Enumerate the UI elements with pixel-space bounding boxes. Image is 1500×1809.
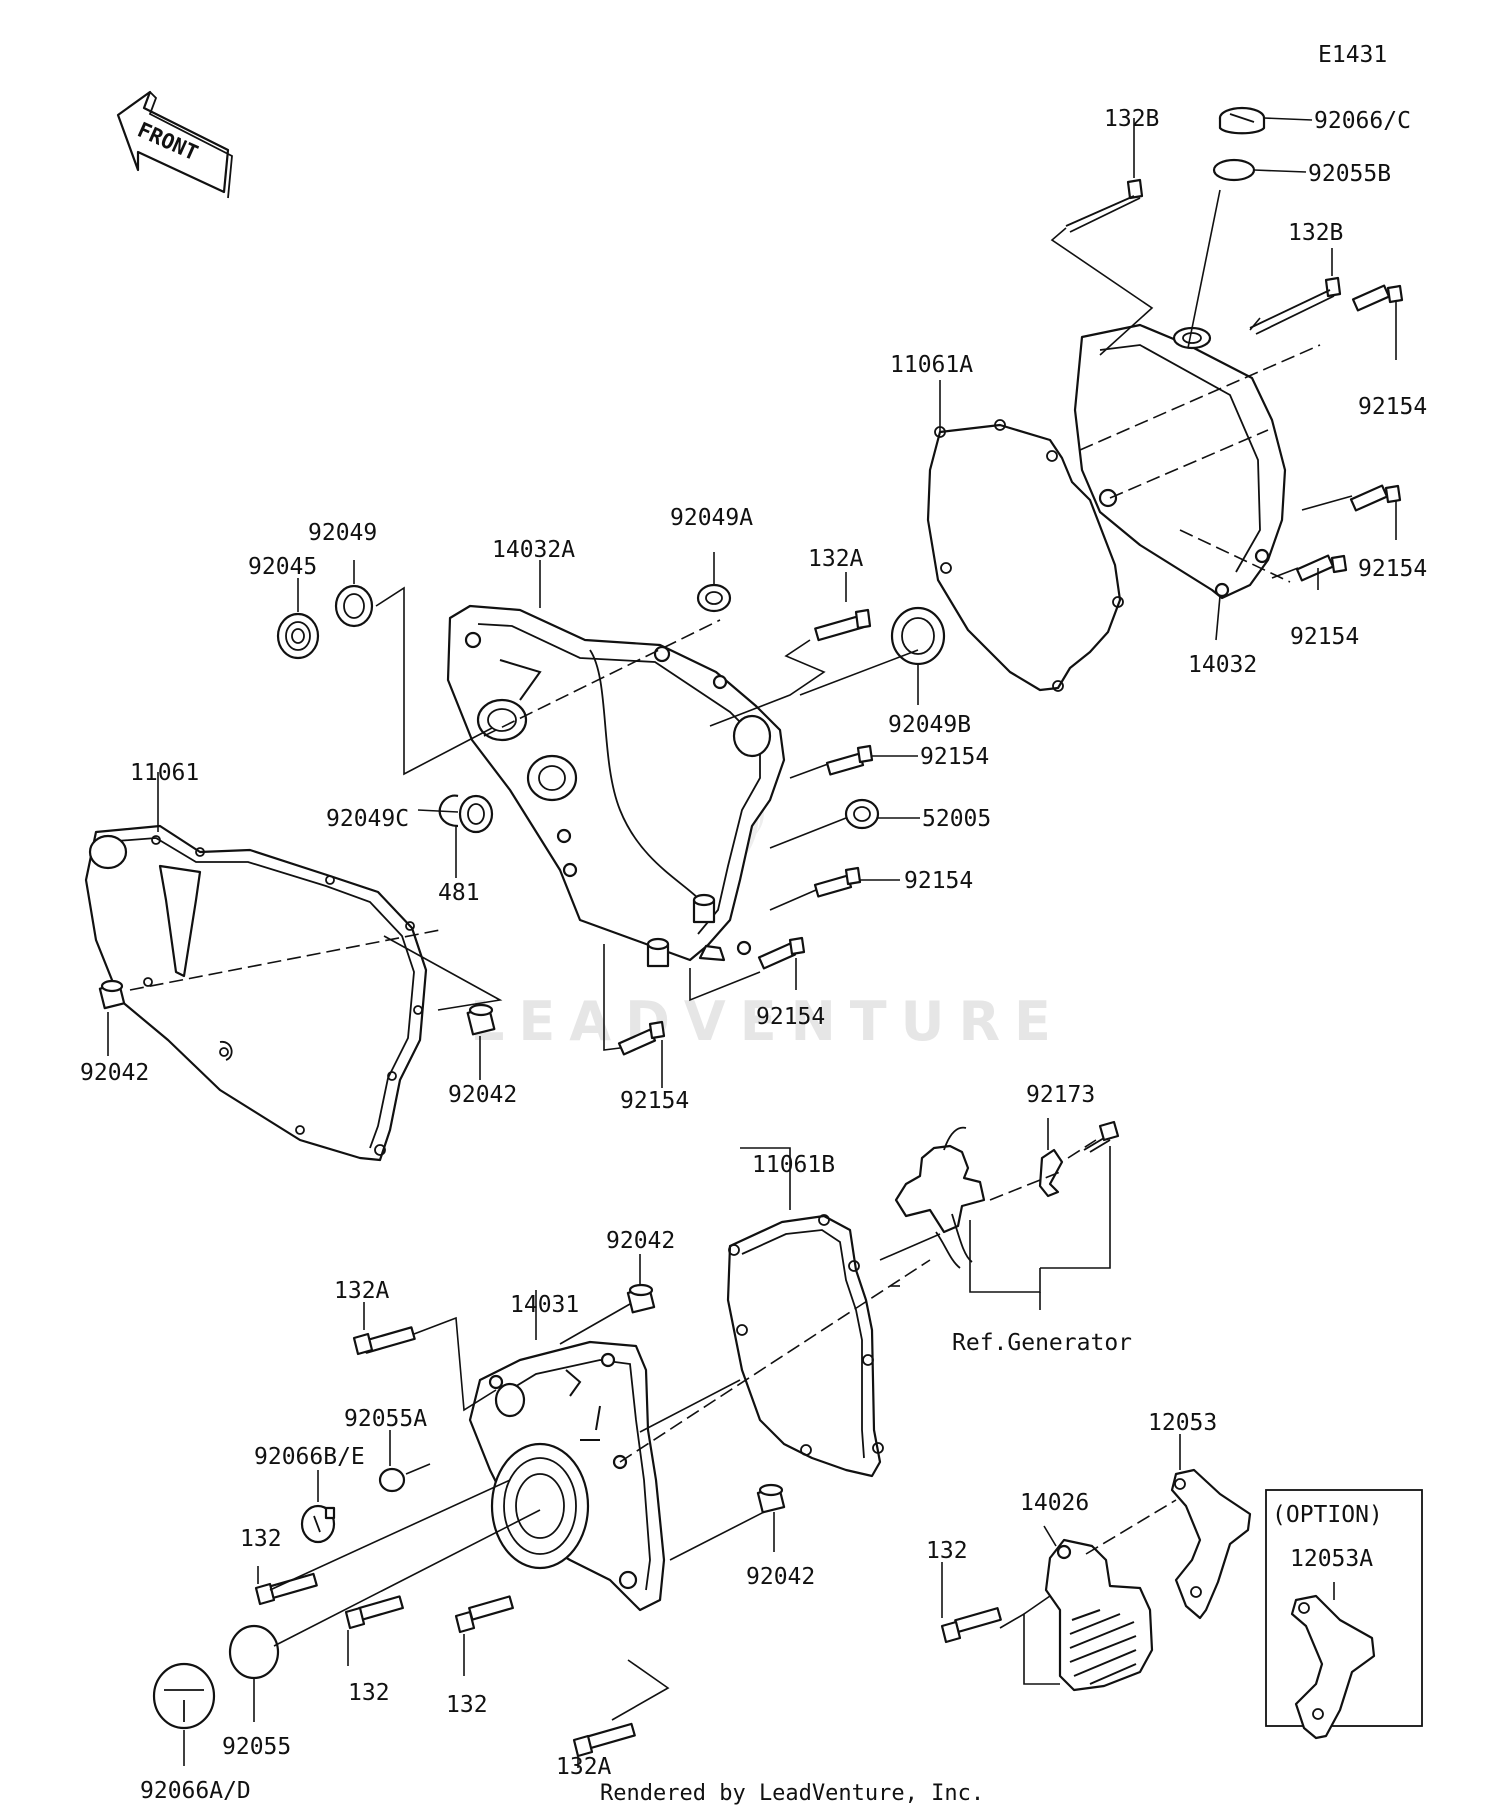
clutch-cover-gasket bbox=[926, 419, 1124, 692]
cover-guard-14026 bbox=[1044, 1538, 1154, 1692]
label-92042-l2: 92042 bbox=[448, 1082, 517, 1108]
label-92154-m3: 92154 bbox=[756, 1004, 825, 1030]
bolt-92154-r3 bbox=[1295, 554, 1348, 582]
generator-cover-gasket bbox=[726, 1214, 884, 1478]
label-option: (OPTION) bbox=[1272, 1502, 1383, 1528]
label-92042-b1: 92042 bbox=[606, 1228, 675, 1254]
seal-92049A bbox=[696, 583, 732, 613]
label-14032A: 14032A bbox=[492, 537, 575, 563]
label-92154-m2: 92154 bbox=[904, 868, 973, 894]
label-92045: 92045 bbox=[248, 554, 317, 580]
bolt-132-2 bbox=[344, 1595, 404, 1630]
bolt-132-1 bbox=[254, 1572, 318, 1606]
oil-filler-plug bbox=[1218, 106, 1266, 135]
label-14031: 14031 bbox=[510, 1292, 579, 1318]
label-481: 481 bbox=[438, 880, 480, 906]
label-92055B: 92055B bbox=[1308, 161, 1391, 187]
label-92066C: 92066/C bbox=[1314, 108, 1411, 134]
label-92154-r1: 92154 bbox=[1358, 394, 1427, 420]
label-92173: 92173 bbox=[1026, 1082, 1095, 1108]
plug-92066A-D bbox=[152, 1662, 216, 1730]
label-132-4: 132 bbox=[926, 1538, 968, 1564]
seal-92049C bbox=[458, 794, 494, 834]
o-ring-92055 bbox=[228, 1624, 280, 1680]
label-ref-generator: Ref.Generator bbox=[952, 1330, 1132, 1356]
clamp-92173 bbox=[1038, 1148, 1064, 1198]
label-92042-b2: 92042 bbox=[746, 1564, 815, 1590]
bolt-132-4 bbox=[940, 1607, 1002, 1644]
label-132A-b2: 132A bbox=[556, 1754, 612, 1780]
dowel-92042-l1 bbox=[98, 979, 126, 1010]
label-92049A: 92049A bbox=[670, 505, 753, 531]
label-92154-m4: 92154 bbox=[620, 1088, 689, 1114]
label-132B-top: 132B bbox=[1104, 106, 1159, 132]
seal-92049B bbox=[890, 606, 946, 666]
label-92154-m1: 92154 bbox=[920, 744, 989, 770]
label-92154-r2: 92154 bbox=[1358, 556, 1427, 582]
label-92154-r3: 92154 bbox=[1290, 624, 1359, 650]
dowel-pin-2 bbox=[646, 937, 670, 968]
watermark: LEADVENTURE bbox=[470, 990, 1065, 1053]
plate-12053 bbox=[1170, 1468, 1252, 1620]
bolt-92154-r1 bbox=[1351, 284, 1404, 312]
o-ring-92055B bbox=[1212, 158, 1256, 182]
bolt-92154-m1 bbox=[825, 744, 874, 776]
dowel-52005-pin bbox=[692, 893, 716, 924]
clutch-outer-cover bbox=[1073, 323, 1287, 600]
crankcase-gasket bbox=[84, 824, 428, 1162]
bolt-132B-mid bbox=[1249, 276, 1342, 335]
diagram-id: E1431 bbox=[1318, 42, 1387, 68]
option-box bbox=[1265, 1489, 1423, 1740]
o-ring-92055A bbox=[378, 1467, 406, 1493]
label-132-2: 132 bbox=[348, 1680, 390, 1706]
label-11061B: 11061B bbox=[752, 1152, 835, 1178]
label-12053: 12053 bbox=[1148, 1410, 1217, 1436]
bolt-92154-m4 bbox=[617, 1020, 666, 1056]
label-92049: 92049 bbox=[308, 520, 377, 546]
bolt-132A-b2 bbox=[572, 1722, 636, 1758]
plug-92066B-E bbox=[300, 1504, 336, 1544]
front-arrow-icon: FRONT bbox=[116, 90, 233, 199]
label-132-1: 132 bbox=[240, 1526, 282, 1552]
label-52005: 52005 bbox=[922, 806, 991, 832]
label-132A-b1: 132A bbox=[334, 1278, 390, 1304]
bolt-generator-screw bbox=[1083, 1120, 1120, 1153]
label-92066AD: 92066A/D bbox=[140, 1778, 251, 1804]
generator-cover bbox=[468, 1340, 666, 1612]
label-14032: 14032 bbox=[1188, 652, 1257, 678]
label-14026: 14026 bbox=[1020, 1490, 1089, 1516]
label-92066BE: 92066B/E bbox=[254, 1444, 365, 1470]
dowel-92042-b2 bbox=[756, 1483, 786, 1514]
label-11061: 11061 bbox=[130, 760, 199, 786]
bolt-92154-r2 bbox=[1349, 484, 1402, 512]
dowel-92042-b1 bbox=[626, 1283, 656, 1314]
clutch-inner-cover bbox=[446, 604, 786, 962]
label-132A-top: 132A bbox=[808, 546, 864, 572]
label-92042-l1: 92042 bbox=[80, 1060, 149, 1086]
label-12053A: 12053A bbox=[1290, 1546, 1373, 1572]
label-132-3: 132 bbox=[446, 1692, 488, 1718]
bolt-132B-top bbox=[1065, 178, 1144, 233]
footer-credit: Rendered by LeadVenture, Inc. bbox=[600, 1781, 984, 1806]
label-92049C: 92049C bbox=[326, 806, 409, 832]
bearing-92045 bbox=[276, 612, 320, 660]
bolt-132A-top bbox=[814, 608, 872, 642]
dowel-92042-l2 bbox=[466, 1003, 496, 1036]
dowel-52005 bbox=[844, 798, 880, 830]
label-11061A: 11061A bbox=[890, 352, 973, 378]
bolt-92154-m2 bbox=[813, 866, 862, 898]
label-92055: 92055 bbox=[222, 1734, 291, 1760]
bolt-132A-b1 bbox=[352, 1326, 416, 1356]
bearing-92049 bbox=[334, 584, 374, 628]
bolt-92154-m3 bbox=[757, 936, 806, 970]
label-132B-mid: 132B bbox=[1288, 220, 1343, 246]
bolt-132-3 bbox=[454, 1595, 514, 1634]
label-92055A: 92055A bbox=[344, 1406, 427, 1432]
label-92049B: 92049B bbox=[888, 712, 971, 738]
